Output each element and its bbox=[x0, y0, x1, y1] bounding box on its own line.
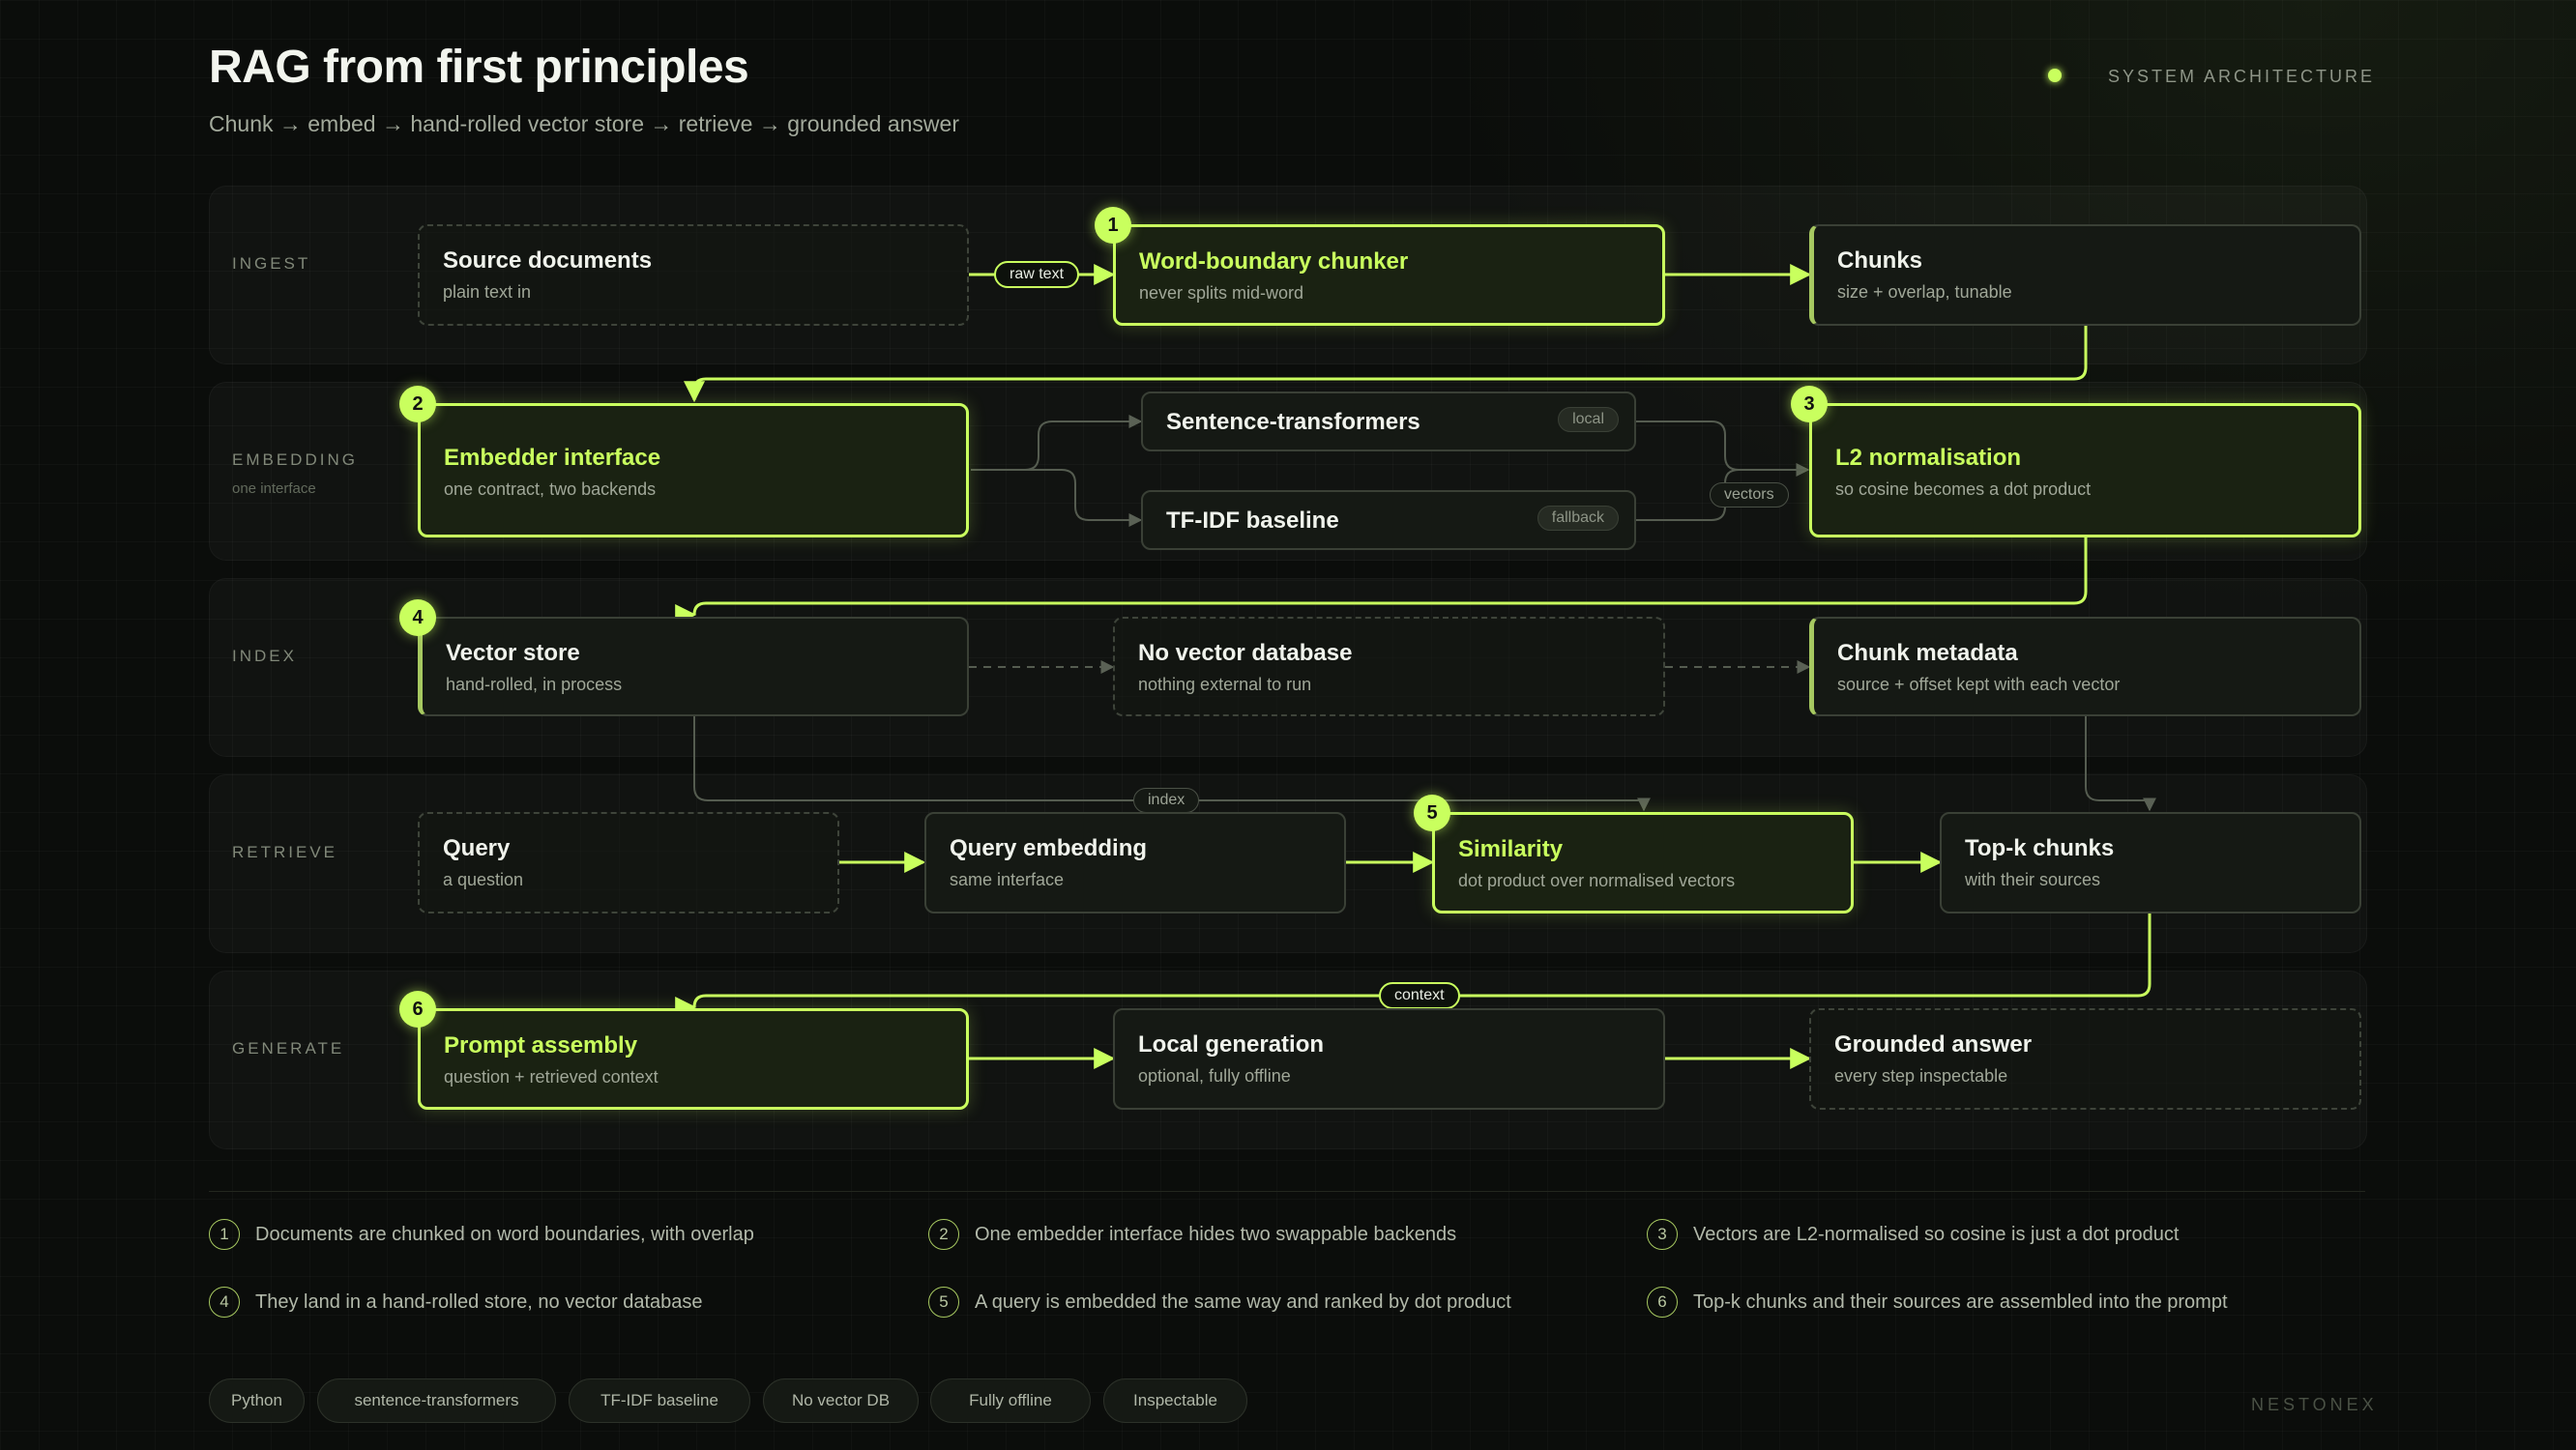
band-label-embedding: EMBEDDING bbox=[232, 450, 358, 469]
node-subtitle: nothing external to run bbox=[1138, 675, 1312, 694]
node-title: Chunk metadata bbox=[1837, 640, 2018, 666]
note-number: 3 bbox=[1647, 1219, 1678, 1250]
note-number: 6 bbox=[1647, 1287, 1678, 1318]
node-subtitle: one contract, two backends bbox=[444, 479, 657, 499]
edge-topk-to-prompt bbox=[684, 914, 2152, 1010]
band-label-index: INDEX bbox=[232, 647, 297, 665]
node-title: Query embedding bbox=[950, 835, 1148, 861]
node-subtitle: dot product over normalised vectors bbox=[1458, 871, 1736, 890]
node-title: Prompt assembly bbox=[444, 1032, 638, 1058]
node-subtitle: every step inspectable bbox=[1834, 1066, 2008, 1086]
node-vector-store[interactable]: Vector store hand-rolled, in process bbox=[418, 617, 969, 716]
node-title: Vector store bbox=[446, 640, 580, 666]
note-text: Top-k chunks and their sources are assem… bbox=[1693, 1291, 2228, 1313]
band-sublabel-embedding: one interface bbox=[232, 480, 316, 497]
node-title: Top-k chunks bbox=[1965, 835, 2115, 861]
node-title: TF-IDF baseline bbox=[1166, 508, 1339, 534]
edge-embedder-to-st bbox=[971, 415, 1143, 471]
node-subtitle: question + retrieved context bbox=[444, 1067, 659, 1087]
edge-label-raw-text: raw text bbox=[994, 261, 1080, 288]
node-title: Query bbox=[443, 835, 511, 861]
node-subtitle: with their sources bbox=[1965, 870, 2101, 889]
note-text: Vectors are L2-normalised so cosine is j… bbox=[1693, 1224, 2180, 1245]
edge-embedder-to-tfidf bbox=[971, 469, 1143, 527]
chip-inspectable: Inspectable bbox=[1103, 1378, 1247, 1423]
band-label-ingest: INGEST bbox=[232, 254, 311, 273]
node-chunks[interactable]: Chunks size + overlap, tunable bbox=[1809, 224, 2361, 326]
page-subtitle: Chunk → embed → hand-rolled vector store… bbox=[209, 111, 959, 136]
chip-fully-offline: Fully offline bbox=[930, 1378, 1091, 1423]
node-local-generation[interactable]: Local generation optional, fully offline bbox=[1113, 1008, 1665, 1110]
node-subtitle: hand-rolled, in process bbox=[446, 675, 623, 694]
node-query[interactable]: Query a question bbox=[418, 812, 839, 914]
node-prompt-assembly[interactable]: Prompt assembly question + retrieved con… bbox=[418, 1008, 969, 1110]
node-title: Chunks bbox=[1837, 247, 1923, 274]
node-title: Local generation bbox=[1138, 1031, 1325, 1058]
chip-no-vector-db: No vector DB bbox=[763, 1378, 919, 1423]
edge-label-context: context bbox=[1379, 982, 1460, 1009]
edge-metadata-to-topk bbox=[2085, 716, 2156, 812]
chip-python: Python bbox=[209, 1378, 305, 1423]
node-subtitle: so cosine becomes a dot product bbox=[1835, 479, 2092, 499]
node-similarity[interactable]: Similarity dot product over normalised v… bbox=[1432, 812, 1854, 914]
node-subtitle: size + overlap, tunable bbox=[1837, 282, 2012, 302]
chip-sentence-transformers: sentence-transformers bbox=[317, 1378, 556, 1423]
note-text: One embedder interface hides two swappab… bbox=[975, 1224, 1457, 1245]
note-text: They land in a hand-rolled store, no vec… bbox=[255, 1291, 703, 1313]
node-embedder-interface[interactable]: Embedder interface one contract, two bac… bbox=[418, 403, 969, 537]
note-number: 4 bbox=[209, 1287, 240, 1318]
node-subtitle: a question bbox=[443, 870, 524, 889]
edge-l2-to-vectorstore bbox=[684, 537, 2088, 618]
node-subtitle: same interface bbox=[950, 870, 1065, 889]
node-grounded-answer[interactable]: Grounded answer every step inspectable bbox=[1809, 1008, 2361, 1110]
band-label-retrieve: RETRIEVE bbox=[232, 843, 338, 861]
page-title: RAG from first principles bbox=[209, 42, 749, 93]
step-badge-6: 6 bbox=[399, 991, 436, 1028]
section-tag: SYSTEM ARCHITECTURE bbox=[2108, 67, 2376, 86]
node-subtitle: optional, fully offline bbox=[1138, 1066, 1291, 1086]
node-query-embedding[interactable]: Query embedding same interface bbox=[924, 812, 1346, 914]
node-title: No vector database bbox=[1138, 640, 1353, 666]
note-text: Documents are chunked on word boundaries… bbox=[255, 1224, 754, 1245]
step-badge-5: 5 bbox=[1414, 795, 1450, 831]
backend-tag: local bbox=[1558, 407, 1619, 432]
edge-label-vectors: vectors bbox=[1710, 482, 1789, 508]
node-title: Embedder interface bbox=[444, 445, 661, 471]
node-chunk-metadata[interactable]: Chunk metadata source + offset kept with… bbox=[1809, 617, 2361, 716]
node-source-documents[interactable]: Source documents plain text in bbox=[418, 224, 969, 326]
node-title: Grounded answer bbox=[1834, 1031, 2033, 1058]
node-subtitle: never splits mid-word bbox=[1139, 283, 1304, 303]
edge-store-to-similarity bbox=[693, 716, 1651, 812]
node-title: L2 normalisation bbox=[1835, 445, 2022, 471]
node-title: Sentence-transformers bbox=[1166, 409, 1420, 435]
node-subtitle: source + offset kept with each vector bbox=[1837, 675, 2121, 694]
edge-chunks-to-embedder bbox=[684, 326, 2088, 403]
band-label-generate: GENERATE bbox=[232, 1039, 345, 1058]
edge-label-index: index bbox=[1133, 788, 1200, 813]
note-number: 1 bbox=[209, 1219, 240, 1250]
node-subtitle: plain text in bbox=[443, 282, 532, 302]
note-number: 2 bbox=[928, 1219, 959, 1250]
node-topk-chunks[interactable]: Top-k chunks with their sources bbox=[1940, 812, 2361, 914]
step-badge-3: 3 bbox=[1791, 386, 1828, 422]
note-number: 5 bbox=[928, 1287, 959, 1318]
status-dot bbox=[2048, 69, 2062, 82]
node-l2-normalisation[interactable]: L2 normalisation so cosine becomes a dot… bbox=[1809, 403, 2361, 537]
node-word-boundary-chunker[interactable]: Word-boundary chunker never splits mid-w… bbox=[1113, 224, 1665, 326]
note-text: A query is embedded the same way and ran… bbox=[975, 1291, 1511, 1313]
node-title: Source documents bbox=[443, 247, 653, 274]
node-title: Word-boundary chunker bbox=[1139, 248, 1409, 275]
chip-tfidf-baseline: TF-IDF baseline bbox=[569, 1378, 750, 1423]
edge-st-to-l2 bbox=[1636, 420, 1810, 477]
node-no-vector-database[interactable]: No vector database nothing external to r… bbox=[1113, 617, 1665, 716]
node-title: Similarity bbox=[1458, 836, 1564, 862]
node-sentence-transformers[interactable]: Sentence-transformers local bbox=[1141, 392, 1636, 451]
backend-tag: fallback bbox=[1537, 506, 1619, 531]
step-badge-4: 4 bbox=[399, 599, 436, 636]
divider bbox=[209, 1191, 2365, 1192]
brand-wordmark: NESTONEX bbox=[2251, 1395, 2378, 1414]
step-badge-2: 2 bbox=[399, 386, 436, 422]
step-badge-1: 1 bbox=[1095, 207, 1131, 244]
node-tfidf-baseline[interactable]: TF-IDF baseline fallback bbox=[1141, 490, 1636, 550]
